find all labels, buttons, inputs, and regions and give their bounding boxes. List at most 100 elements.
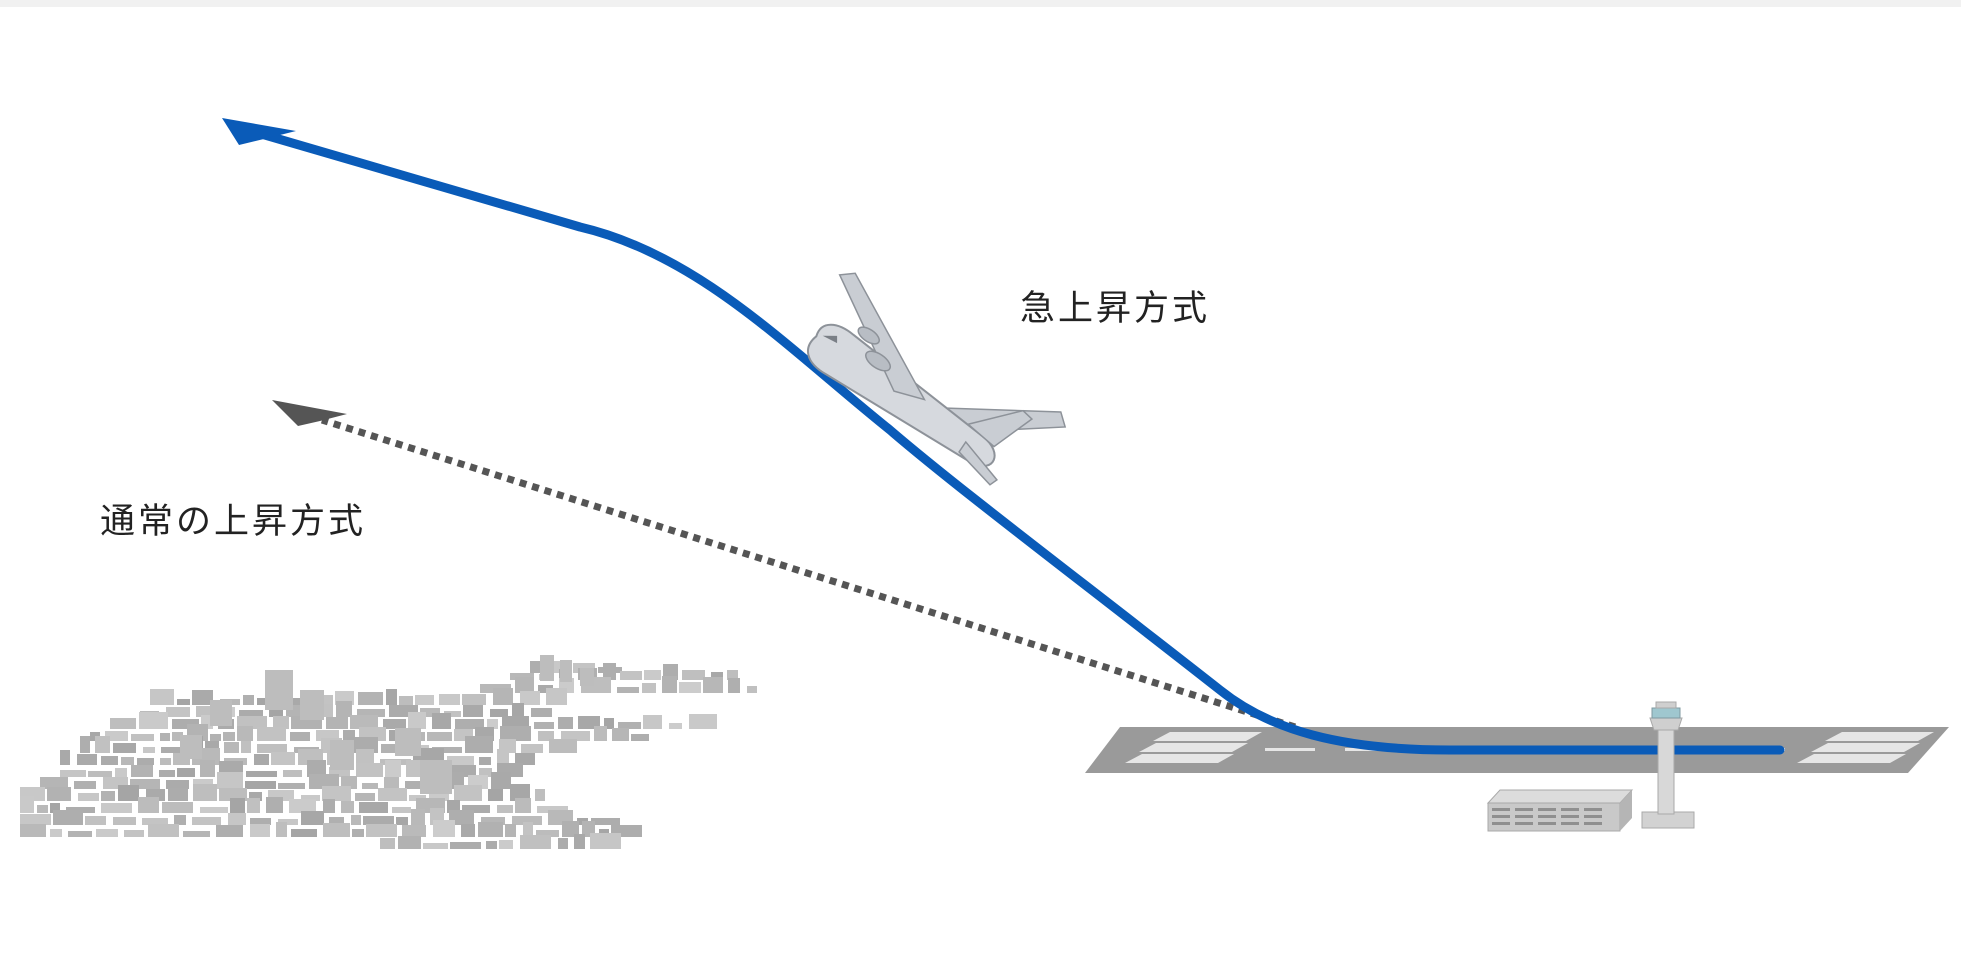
city-building [20,814,51,825]
city-building [95,736,110,753]
city-building [378,788,407,801]
city-building [618,722,641,729]
city-building [113,817,136,825]
city-building [455,719,484,729]
city-building [497,749,509,765]
city-building [462,694,486,705]
city-building [728,678,740,693]
city-building [643,715,662,729]
city-building [160,733,170,741]
city-building [510,673,534,680]
city-building [669,723,682,729]
city-building [323,799,335,813]
city-building [432,713,451,729]
city-building [246,771,277,777]
city-building [402,825,426,837]
city-building [286,698,309,705]
city-building [478,822,503,837]
city-building [405,781,420,789]
city-building [166,780,189,789]
city-building [243,695,254,705]
steep-climb-path [222,118,1785,755]
normal-climb-label: 通常の上昇方式 [100,502,367,542]
city-building [549,739,577,753]
city-building [160,758,171,765]
city-building [450,842,481,849]
city-building [558,717,573,729]
city-building [110,718,136,729]
city-building [510,784,530,801]
city-building [254,754,269,765]
city-building [396,817,408,825]
city-building [177,768,195,777]
city-building [479,768,492,777]
city-building [486,841,497,849]
city-building [101,756,118,765]
city-building [60,770,86,777]
city-building [142,818,168,825]
city-building [131,734,154,741]
city-building [574,834,585,849]
city-building [341,801,354,813]
city-building [68,831,92,837]
city-building [411,809,425,825]
city-building [462,805,490,813]
city-building [143,747,155,753]
city-building [228,813,246,825]
city-building [247,798,260,813]
city-building [193,784,217,801]
city-building [172,732,183,741]
city-building [329,767,350,777]
city-building [166,707,190,717]
city-building [289,799,316,813]
city-building [174,815,186,825]
city-building [520,835,551,849]
city-building [210,734,221,741]
city-building [679,682,701,693]
city-building [301,795,320,801]
city-building [268,790,294,801]
city-building [561,731,590,741]
city-building [747,686,757,693]
city-tower [210,700,232,726]
city-building [47,787,71,801]
normal-climb-arrowhead [272,400,347,426]
city-building [497,805,513,813]
city-building [20,824,46,837]
city-building [80,736,90,753]
city-building [250,824,270,837]
city-building [439,694,460,705]
city-building [341,776,357,789]
city-building [515,798,531,813]
city-building [278,819,298,825]
city-tower [330,740,354,770]
city-building [515,753,535,765]
city-building [78,793,99,801]
city-building [307,760,326,777]
city-building [113,743,136,753]
city-building [343,730,355,741]
steep-climb-arrowhead [222,118,296,145]
runway-threshold-right [1797,732,1934,763]
city-building [139,712,168,729]
city-building [536,830,559,837]
city-building [461,824,475,837]
city-building [711,672,723,680]
city-building [336,701,352,717]
city-building [356,749,374,765]
city-building [447,800,460,813]
city-building [192,690,213,705]
city-building [449,772,464,789]
city-building [329,817,344,825]
city-building [200,807,228,813]
city-building [88,771,112,777]
city-building [249,792,262,801]
city-building [60,750,70,765]
city-building [385,760,401,777]
city-tower [265,670,293,710]
city-building [512,703,524,717]
runway-threshold-left [1125,732,1262,763]
city-building [590,833,621,849]
city-building [512,816,542,825]
city-building [118,785,139,801]
